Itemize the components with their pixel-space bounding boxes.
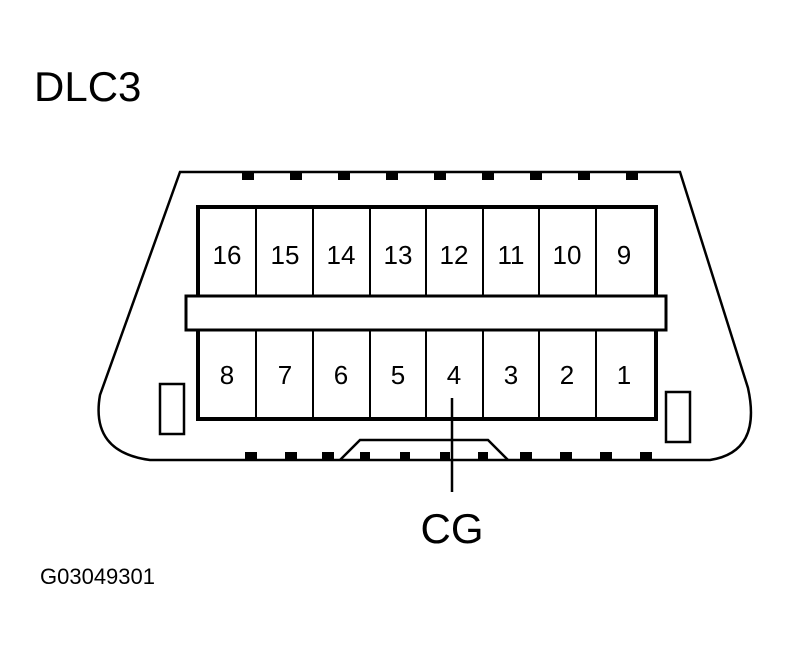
- pin-1-label: 1: [617, 360, 631, 390]
- pin-15-label: 15: [271, 240, 300, 270]
- pin-13-label: 13: [384, 240, 413, 270]
- pin-7-label: 7: [278, 360, 292, 390]
- bottom-row-pins: 8 7 6 5 4 3 2 1: [220, 360, 631, 390]
- pin-3-label: 3: [504, 360, 518, 390]
- bottom-edge-notches: [245, 452, 652, 460]
- center-bar: [184, 294, 668, 332]
- pin-12-label: 12: [440, 240, 469, 270]
- pin-11-label: 11: [498, 240, 525, 270]
- pin-9-label: 9: [617, 240, 631, 270]
- pin-10-label: 10: [553, 240, 582, 270]
- pin-14-label: 14: [327, 240, 356, 270]
- top-edge-notches: [242, 172, 638, 180]
- connector-key: [339, 438, 509, 461]
- top-row-pins: 16 15 14 13 12 11 10 9: [213, 240, 632, 270]
- key-notches: [360, 452, 488, 460]
- pin-6-label: 6: [334, 360, 348, 390]
- pin-16-label: 16: [213, 240, 242, 270]
- right-latch: [664, 390, 692, 444]
- pin-5-label: 5: [391, 360, 405, 390]
- figure-code: G03049301: [40, 564, 155, 589]
- pin-4-label: 4: [447, 360, 461, 390]
- pin-2-label: 2: [560, 360, 574, 390]
- pin-8-label: 8: [220, 360, 234, 390]
- diagram-title: DLC3: [34, 63, 142, 110]
- cg-callout-label: CG: [421, 505, 484, 552]
- connector-housing: [97, 170, 753, 462]
- left-latch: [158, 382, 186, 436]
